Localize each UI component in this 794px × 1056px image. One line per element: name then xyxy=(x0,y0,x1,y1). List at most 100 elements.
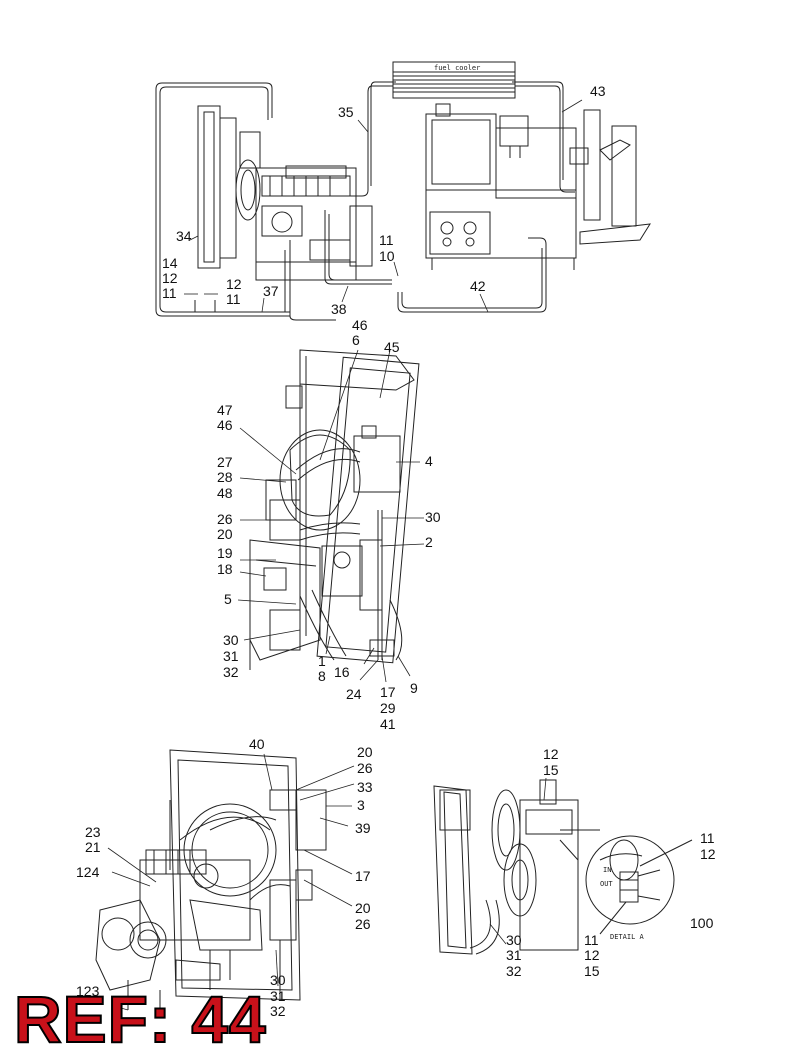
callout: 123 xyxy=(76,983,100,999)
callout: 12 xyxy=(700,846,716,862)
callout: 15 xyxy=(543,762,559,778)
radiator-frame xyxy=(170,750,300,1000)
callout: 47 xyxy=(217,402,233,418)
callout: 11 xyxy=(226,291,241,307)
callout: 35 xyxy=(338,104,354,120)
surge-tank xyxy=(296,790,326,850)
callout: 40 xyxy=(249,736,265,752)
callout: 30 xyxy=(270,972,286,988)
callout: 45 xyxy=(384,339,400,355)
callout: 4 xyxy=(425,453,433,469)
pipe-43 xyxy=(515,86,575,192)
engine-base xyxy=(426,190,576,258)
coolant-hose xyxy=(300,523,360,530)
detail-out-label: OUT xyxy=(600,880,613,888)
exhaust-silencer xyxy=(584,110,600,220)
view-detail xyxy=(434,780,692,954)
callout: 37 xyxy=(263,283,279,299)
callout: 12 xyxy=(226,276,242,292)
callout: 26 xyxy=(357,760,373,776)
callout: 29 xyxy=(380,700,396,716)
callout: 124 xyxy=(76,864,100,880)
callout: 11 xyxy=(162,285,177,301)
callout: 16 xyxy=(334,664,350,680)
callout: 31 xyxy=(223,648,239,664)
callout: 11 xyxy=(379,232,394,248)
callout: 32 xyxy=(506,963,522,979)
expansion-tank xyxy=(354,436,400,492)
lower-hose xyxy=(300,596,334,660)
callout: 24 xyxy=(346,686,362,702)
callout: 6 xyxy=(352,332,360,348)
callout: 1 xyxy=(318,653,326,669)
callout: 28 xyxy=(217,469,233,485)
oil-filter xyxy=(322,546,362,596)
pipe-42 xyxy=(398,238,546,312)
callout: 20 xyxy=(217,526,233,542)
callout: 12 xyxy=(584,947,600,963)
upper-hose xyxy=(296,449,360,470)
callout: 43 xyxy=(590,83,606,99)
pipe-37 xyxy=(195,250,285,312)
callout: 17 xyxy=(355,868,371,884)
callout: 31 xyxy=(506,947,522,963)
callout: 42 xyxy=(470,278,486,294)
callout: 3 xyxy=(357,797,365,813)
callout: 17 xyxy=(380,684,396,700)
radiator-side xyxy=(434,786,472,954)
callout: 5 xyxy=(224,591,232,607)
callout: 20 xyxy=(357,744,373,760)
callout: 38 xyxy=(331,301,347,317)
callout: 20 xyxy=(355,900,371,916)
radiator-v1 xyxy=(198,106,220,268)
callout: 10 xyxy=(379,248,395,264)
callout: 39 xyxy=(355,820,371,836)
callout: 46 xyxy=(217,417,233,433)
callout: 18 xyxy=(217,561,233,577)
callout: 30 xyxy=(425,509,441,525)
callout: 11 xyxy=(700,830,715,846)
control-box xyxy=(426,114,496,190)
callout: 32 xyxy=(270,1003,286,1019)
callout: 26 xyxy=(217,511,233,527)
callout: 100 xyxy=(690,915,714,931)
callout: 14 xyxy=(162,255,178,271)
callout: 31 xyxy=(270,988,286,1004)
detail-a-label: DETAIL A xyxy=(610,933,644,941)
reference-label: REF: 44 xyxy=(13,982,267,1056)
callout: 12 xyxy=(543,746,559,762)
callout: 23 xyxy=(85,824,101,840)
callout: 34 xyxy=(176,228,192,244)
callout: 32 xyxy=(223,664,239,680)
callout: 8 xyxy=(318,668,326,684)
callout: 9 xyxy=(410,680,418,696)
callout: 26 xyxy=(355,916,371,932)
callout: 11 xyxy=(584,932,599,948)
view-fuel-system xyxy=(156,62,650,320)
callout: 12 xyxy=(162,270,178,286)
engine-side xyxy=(520,800,578,950)
pipe-35 xyxy=(345,86,393,196)
callout: 15 xyxy=(584,963,600,979)
callout: 21 xyxy=(85,839,101,855)
callout: 30 xyxy=(506,932,522,948)
pipe-34 xyxy=(156,83,290,316)
detail-fitting xyxy=(620,872,638,902)
callout: 2 xyxy=(425,534,433,550)
callout: 41 xyxy=(380,716,396,732)
callout: 48 xyxy=(217,485,233,501)
view-engine-assembly xyxy=(96,750,326,1010)
callout: 27 xyxy=(217,454,233,470)
view-radiator-assembly xyxy=(250,350,419,670)
pipe-38 xyxy=(325,210,392,284)
pump-hose xyxy=(470,900,490,948)
fuel-cooler-label: fuel cooler xyxy=(434,64,481,72)
callout: 33 xyxy=(357,779,373,795)
callout: 19 xyxy=(217,545,233,561)
callout: 30 xyxy=(223,632,239,648)
radiator-core xyxy=(317,357,419,662)
leader-lines xyxy=(108,100,582,1010)
detail-in-label: IN xyxy=(603,866,612,874)
callout: 46 xyxy=(352,317,368,333)
